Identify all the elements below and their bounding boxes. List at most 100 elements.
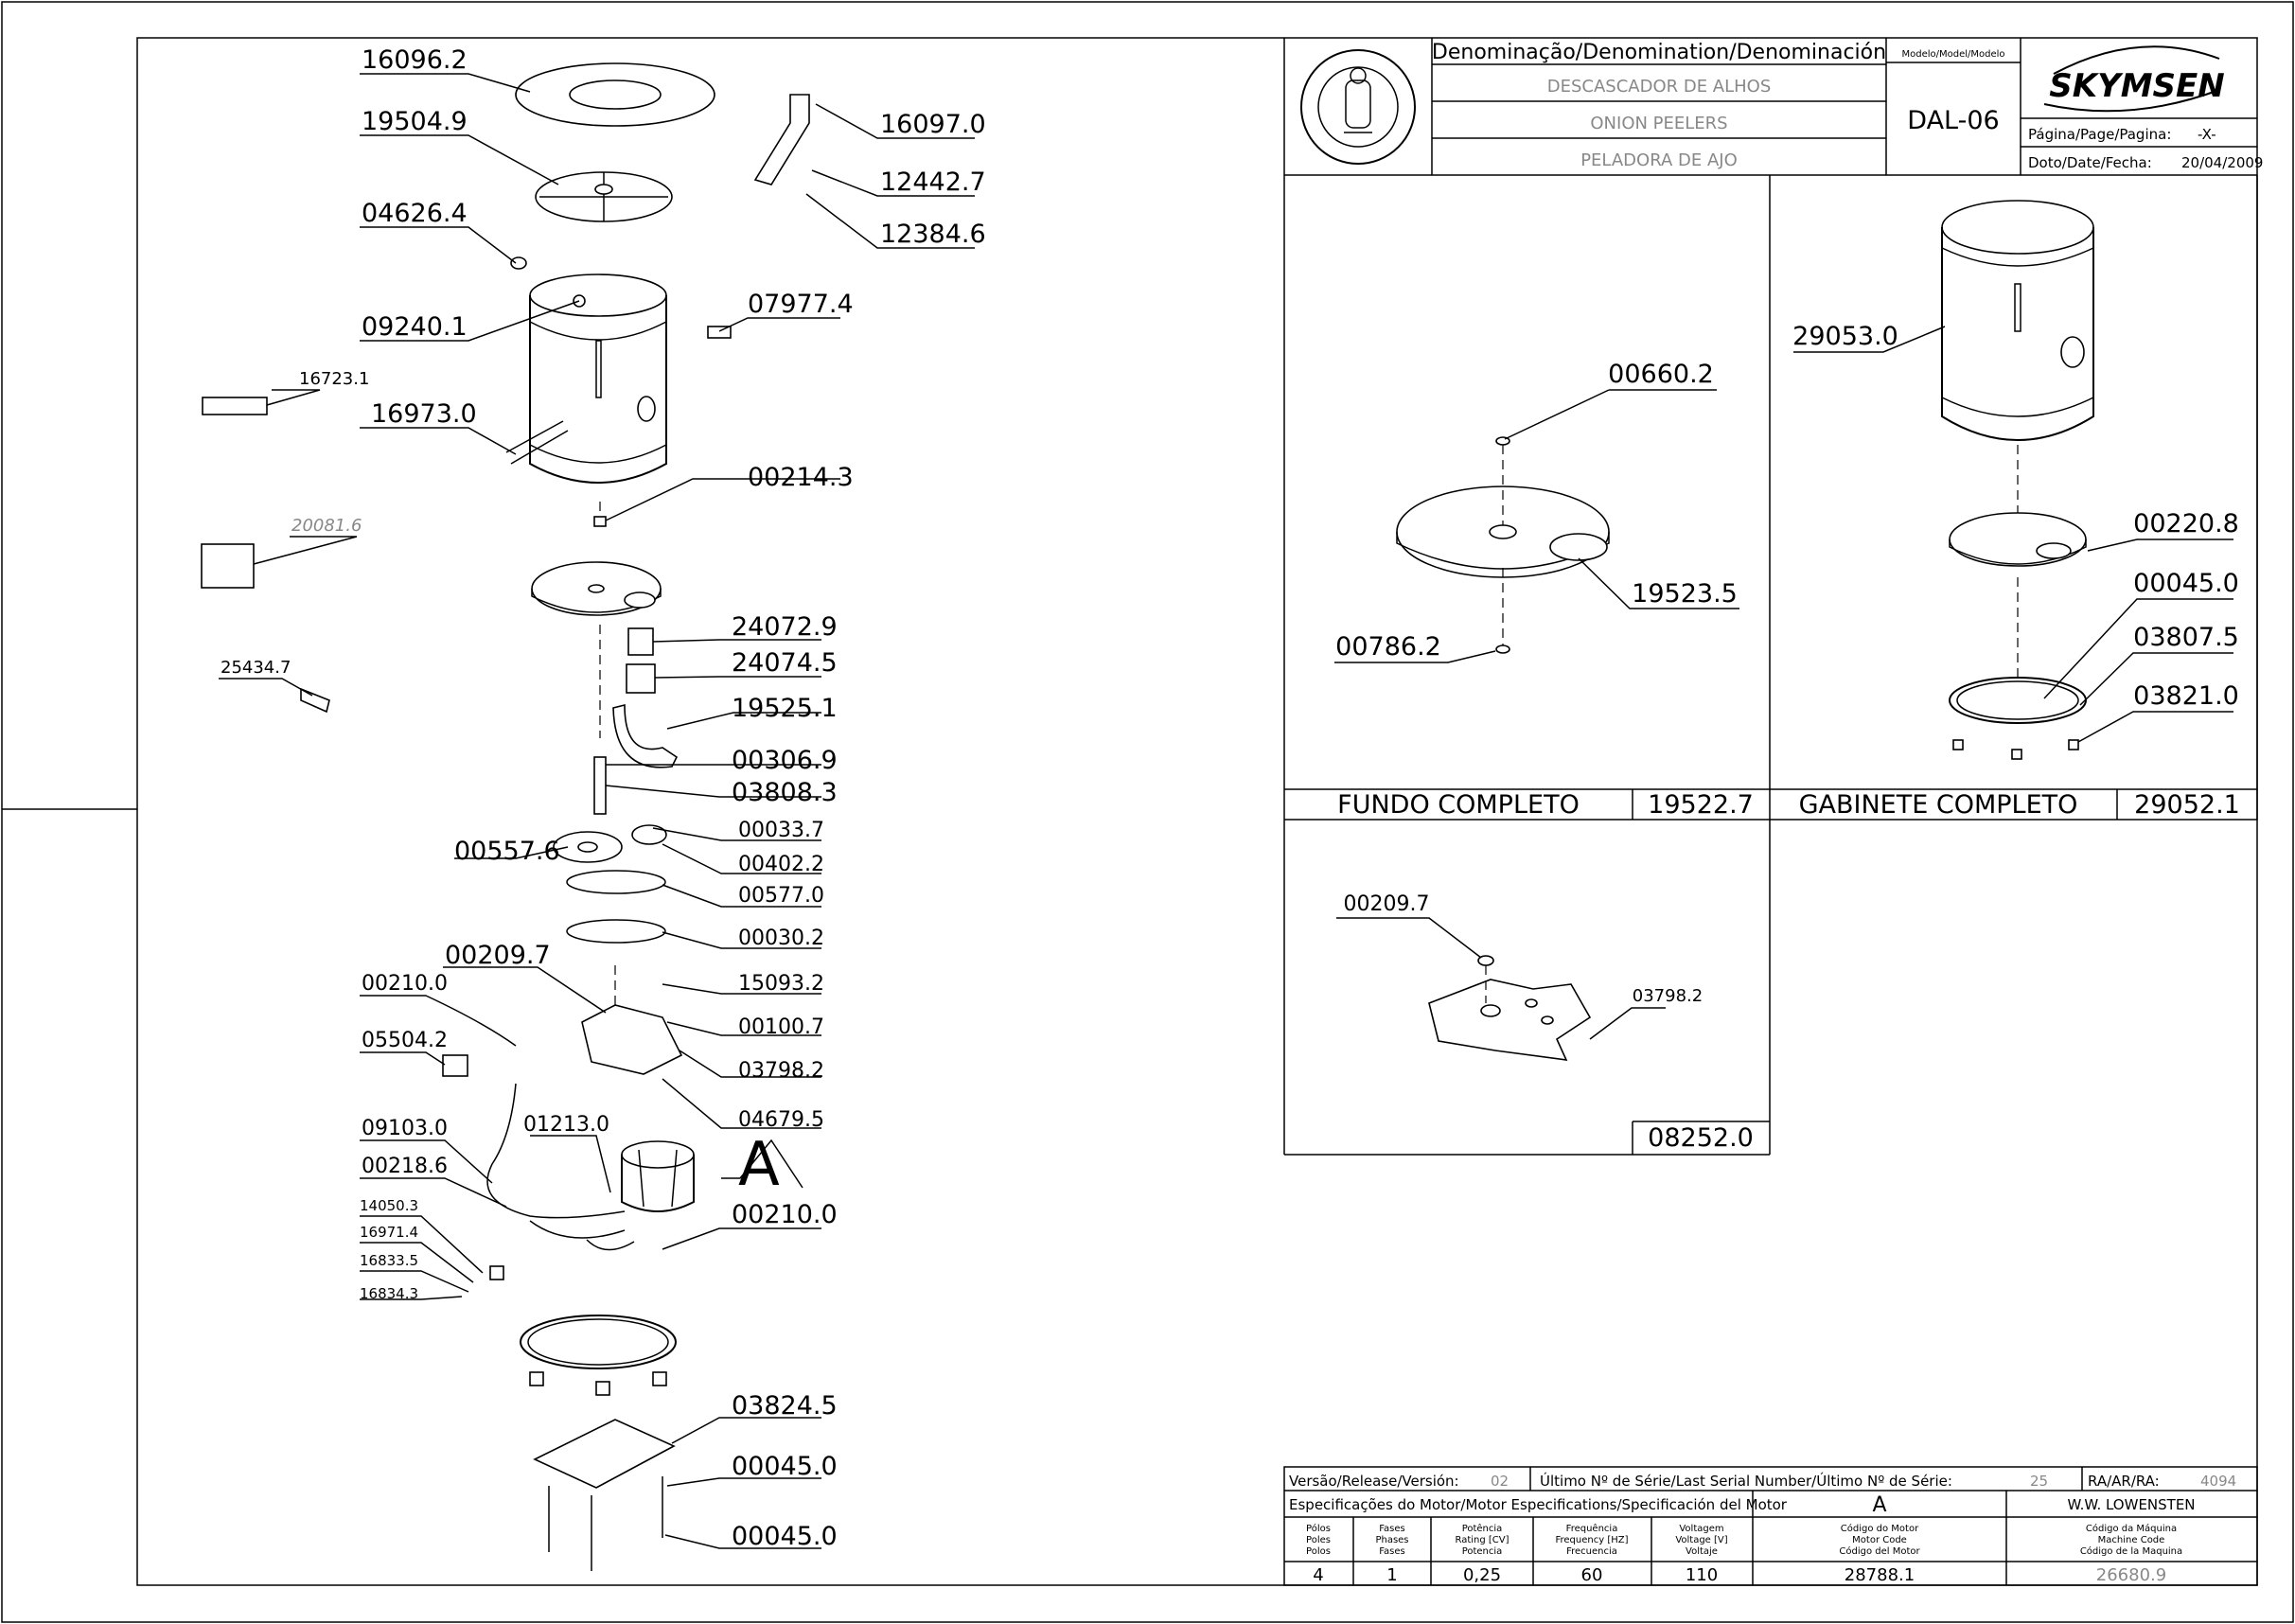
voltage-value: 110 [1686,1565,1718,1585]
machine-code-value: 26680.9 [2096,1565,2166,1585]
version-value: 02 [1491,1473,1509,1490]
part-label: 15093.2 [738,972,824,996]
page-label: Página/Page/Pagina: [2028,126,2171,143]
part-label: 00045.0 [732,1452,838,1481]
gabinete-code: 29052.1 [2134,790,2240,820]
model-header: Modelo/Model/Modelo [1901,49,2004,60]
part-label: 00100.7 [738,1015,824,1039]
detail-gabinete-completo: 29053.0 00220.8 00045.0 03807.5 03821.0 … [1792,200,2240,820]
gabinete-label-3: 00045.0 [2133,569,2239,598]
gabinete-label-5: 03821.0 [2133,681,2239,711]
specification-block: Versão/Release/Versión: 02 Último Nº de … [1283,1466,2258,1586]
designer-name: W.W. LOWENSTEN [2067,1496,2195,1513]
skymsen-logo: SKYMSEN [2043,45,2225,113]
part-label: 05504.2 [362,1029,448,1052]
part-label: 00210.0 [362,972,448,996]
part-label: 00218.6 [362,1155,448,1178]
exploded-view [201,62,810,1571]
part-label: 09103.0 [362,1117,448,1140]
gabinete-title: GABINETE COMPLETO [1799,790,2078,820]
model-code: DAL-06 [1907,106,1999,135]
svg-text:Código do Motor: Código do Motor [1841,1523,1919,1534]
svg-text:Fases: Fases [1379,1546,1405,1557]
page-value: -X- [2198,126,2216,143]
gabinete-label-4: 03807.5 [2133,623,2239,652]
part-label: 04679.5 [738,1108,824,1132]
part-label: 19525.1 [732,694,838,723]
gabinete-label-1: 29053.0 [1792,322,1898,351]
serial-label: Último Nº de Série/Last Serial Number/Úl… [1540,1472,1952,1490]
fundo-label-3: 00786.2 [1335,632,1441,662]
part-label: 00402.2 [738,853,824,876]
detail-panels [1284,175,2258,1156]
motor-letter-cell: A [1872,1493,1886,1517]
part-label: 07977.4 [748,290,854,319]
brand-name: SKYMSEN [2049,67,2224,105]
part-label: 12384.6 [880,220,986,249]
fundo-code: 19522.7 [1648,790,1754,820]
svg-text:Potência: Potência [1462,1523,1503,1534]
fundo-title: FUNDO COMPLETO [1337,790,1580,820]
svg-text:Voltaje: Voltaje [1686,1546,1718,1557]
part-label: 20081.6 [291,516,362,536]
part-label: 00030.2 [738,927,824,950]
svg-text:Motor Code: Motor Code [1852,1535,1907,1545]
part-label: 01213.0 [523,1113,609,1137]
part-label: 09240.1 [362,312,468,342]
part-label: 24072.9 [732,612,838,642]
date-value: 20/04/2009 [2181,154,2263,171]
gabinete-label-2: 00220.8 [2133,509,2239,538]
svg-text:Frequency [HZ]: Frequency [HZ] [1555,1535,1628,1545]
part-label: 16723.1 [299,369,369,389]
svg-text:Polos: Polos [1306,1546,1331,1557]
part-label: 25434.7 [221,658,291,678]
name-en: ONION PEELERS [1590,114,1727,133]
part-label: 14050.3 [360,1197,418,1214]
ra-value: 4094 [2200,1473,2236,1490]
svg-text:Código del Motor: Código del Motor [1839,1545,1920,1557]
svg-text:Voltage [V]: Voltage [V] [1675,1535,1727,1545]
frequency-value: 60 [1581,1565,1603,1585]
part-label: 00577.0 [738,884,824,908]
fundo-label-2: 19523.5 [1632,579,1738,609]
svg-text:Machine Code: Machine Code [2098,1535,2165,1545]
part-label: 00306.9 [732,746,838,775]
motor-spec-label: Especificações do Motor/Motor Especifica… [1289,1496,1788,1513]
part-label: 16097.0 [880,110,986,139]
leader-lines [219,73,975,1549]
ra-label: RA/AR/RA: [2088,1473,2160,1490]
part-label: 03798.2 [738,1059,824,1083]
svg-text:Potencia: Potencia [1462,1546,1503,1557]
base-label-1: 00209.7 [1344,892,1430,916]
poles-value: 4 [1313,1565,1323,1585]
part-label: 00557.6 [454,837,560,866]
svg-text:Frequência: Frequência [1566,1523,1618,1534]
title-block: Denominação/Denomination/Denominación DE… [1283,38,2263,1155]
serial-value: 25 [2030,1473,2048,1490]
part-label: 16834.3 [360,1285,418,1302]
part-label: 03824.5 [732,1391,838,1421]
fundo-label-1: 00660.2 [1608,360,1714,389]
part-label: 12442.7 [880,168,986,197]
svg-text:Fases: Fases [1379,1524,1405,1534]
part-label: 00045.0 [732,1522,838,1551]
svg-text:Voltagem: Voltagem [1679,1524,1723,1534]
svg-text:Poles: Poles [1306,1535,1331,1545]
part-label: 00209.7 [445,941,551,970]
part-label: 04626.4 [362,199,468,228]
part-label: 00210.0 [732,1200,838,1229]
detail-fundo-completo: 00660.2 19523.5 00786.2 FUNDO COMPLETO 1… [1334,360,1754,820]
name-es: PELADORA DE AJO [1580,150,1738,170]
part-label: 24074.5 [732,648,838,678]
part-label: 03808.3 [732,778,838,807]
svg-text:Phases: Phases [1375,1535,1408,1545]
svg-text:Código de la Maquina: Código de la Maquina [2080,1545,2182,1557]
part-labels: 16096.2 19504.9 04626.4 09240.1 16973.0 … [221,45,986,1551]
detail-motor-base: 00209.7 03798.2 08252.0 [1336,892,1754,1153]
denomination-header: Denominação/Denomination/Denominación [1432,41,1886,64]
name-pt: DESCASCADOR DE ALHOS [1547,77,1772,97]
part-label: 16971.4 [360,1224,418,1241]
svg-text:Pólos: Pólos [1306,1523,1331,1534]
